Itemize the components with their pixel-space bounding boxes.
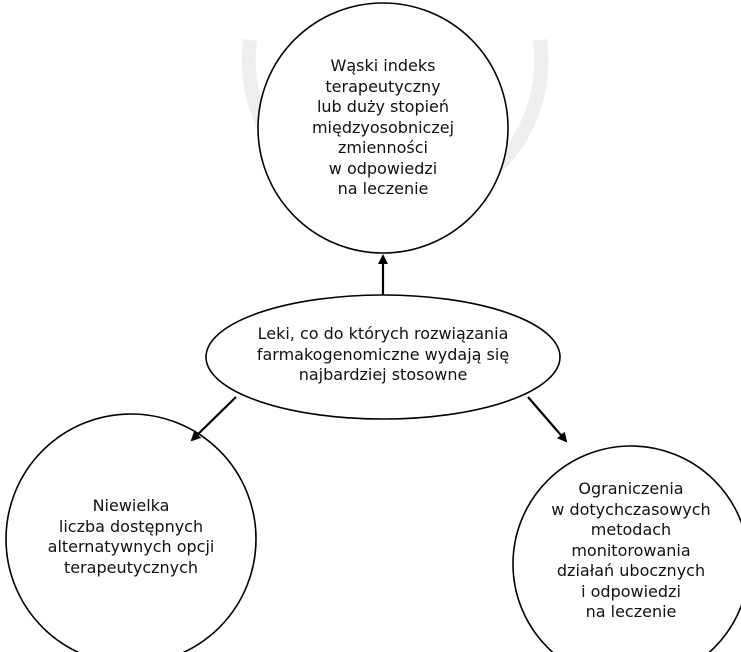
left-node-line: alternatywnych opcji — [47, 537, 215, 556]
right-node-line: i odpowiedzi — [581, 581, 681, 601]
top-node-line: międzyosobniczej — [311, 117, 455, 137]
left-node-circle — [5, 413, 257, 652]
center-node-line: najbardziej stosowne — [298, 365, 468, 385]
left-node-line: liczba dostępnych — [58, 516, 204, 536]
top-node-line: lub duży stopień — [316, 97, 450, 117]
top-node-label: Wąski indeks terapeutyczny lub duży stop… — [273, 38, 493, 218]
top-node-circle — [257, 2, 509, 254]
left-node-line: Niewielka — [92, 496, 170, 515]
top-node-line: na leczenie — [337, 179, 429, 199]
left-node-label: Niewielka liczba dostępnych alternatywny… — [36, 487, 226, 587]
right-node-line: na leczenie — [585, 602, 677, 622]
center-node-label: Leki, co do których rozwiązania farmakog… — [216, 315, 550, 395]
center-node-line: Leki, co do których rozwiązania — [257, 324, 509, 344]
arrow-center-to-right — [527, 396, 568, 443]
right-node-label: Ograniczenia w dotychczasowych metodach … — [531, 456, 731, 646]
right-node-line: działań ubocznych — [556, 561, 706, 581]
top-node-line: w odpowiedzi — [328, 158, 438, 178]
right-node-line: Ograniczenia — [578, 479, 684, 499]
top-node-line: zmienności — [338, 138, 428, 158]
right-node-line: w dotychczasowych — [551, 499, 711, 519]
right-node-circle — [512, 445, 741, 652]
top-node-line: terapeutyczny — [325, 76, 441, 96]
right-node-line: metodach — [590, 520, 672, 540]
right-node-line: monitorowania — [571, 540, 691, 560]
arrow-center-to-left — [190, 396, 237, 442]
top-node-line: Wąski indeks — [330, 56, 436, 76]
left-node-line: terapeutycznych — [63, 557, 199, 577]
center-node-line: farmakogenomiczne wydają się — [256, 344, 510, 364]
